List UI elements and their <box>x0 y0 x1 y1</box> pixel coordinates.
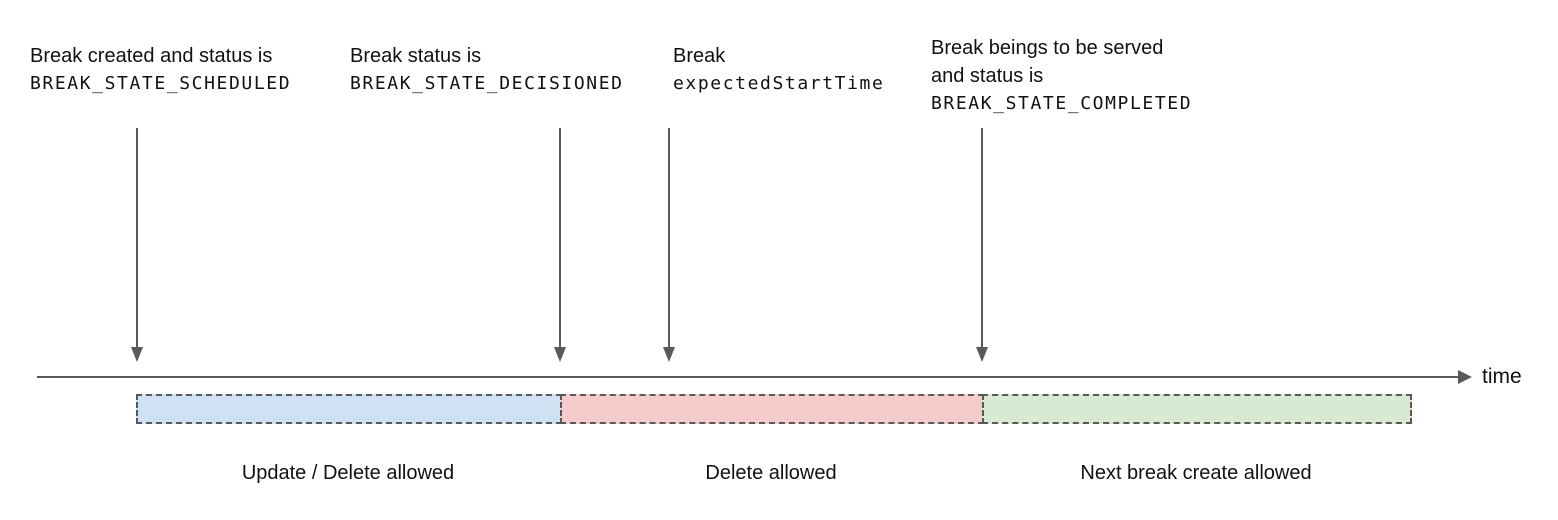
annotation-code: BREAK_STATE_SCHEDULED <box>30 73 292 94</box>
annotation-break-completed: Break beings to be served and status is … <box>931 34 1192 118</box>
segment-next-break-create-allowed <box>982 394 1412 424</box>
annotation-code: BREAK_STATE_DECISIONED <box>350 73 624 94</box>
segment-label-update-delete-allowed: Update / Delete allowed <box>241 462 455 484</box>
down-arrow-connector-scheduled <box>131 128 143 362</box>
annotation-break-decisioned: Break status is BREAK_STATE_DECISIONED <box>350 42 624 98</box>
timeline-axis-label: time <box>1482 365 1522 388</box>
annotation-text: Break created and status is <box>30 45 273 67</box>
annotation-text: Break beings to be served <box>931 37 1164 59</box>
timeline-segments-bar <box>136 394 1412 424</box>
annotation-text: Break status is <box>350 45 482 67</box>
annotation-code: expectedStartTime <box>673 73 885 94</box>
segment-label-next-break-create-allowed: Next break create allowed <box>1080 462 1312 484</box>
annotation-text: and status is <box>931 65 1044 87</box>
annotation-code: BREAK_STATE_COMPLETED <box>931 93 1193 114</box>
down-arrow-connector-decisioned <box>554 128 566 362</box>
annotation-expected-start-time: Break expectedStartTime <box>673 42 884 98</box>
segment-label-delete-allowed: Delete allowed <box>705 462 837 484</box>
timeline-axis <box>37 376 1460 378</box>
annotation-break-scheduled: Break created and status is BREAK_STATE_… <box>30 42 291 98</box>
segment-delete-allowed <box>560 394 984 424</box>
down-arrow-connector-expected-start <box>663 128 675 362</box>
timeline-arrowhead-icon <box>1458 370 1472 384</box>
segment-update-delete-allowed <box>136 394 562 424</box>
annotation-text: Break <box>673 45 726 67</box>
down-arrow-connector-completed <box>976 128 988 362</box>
